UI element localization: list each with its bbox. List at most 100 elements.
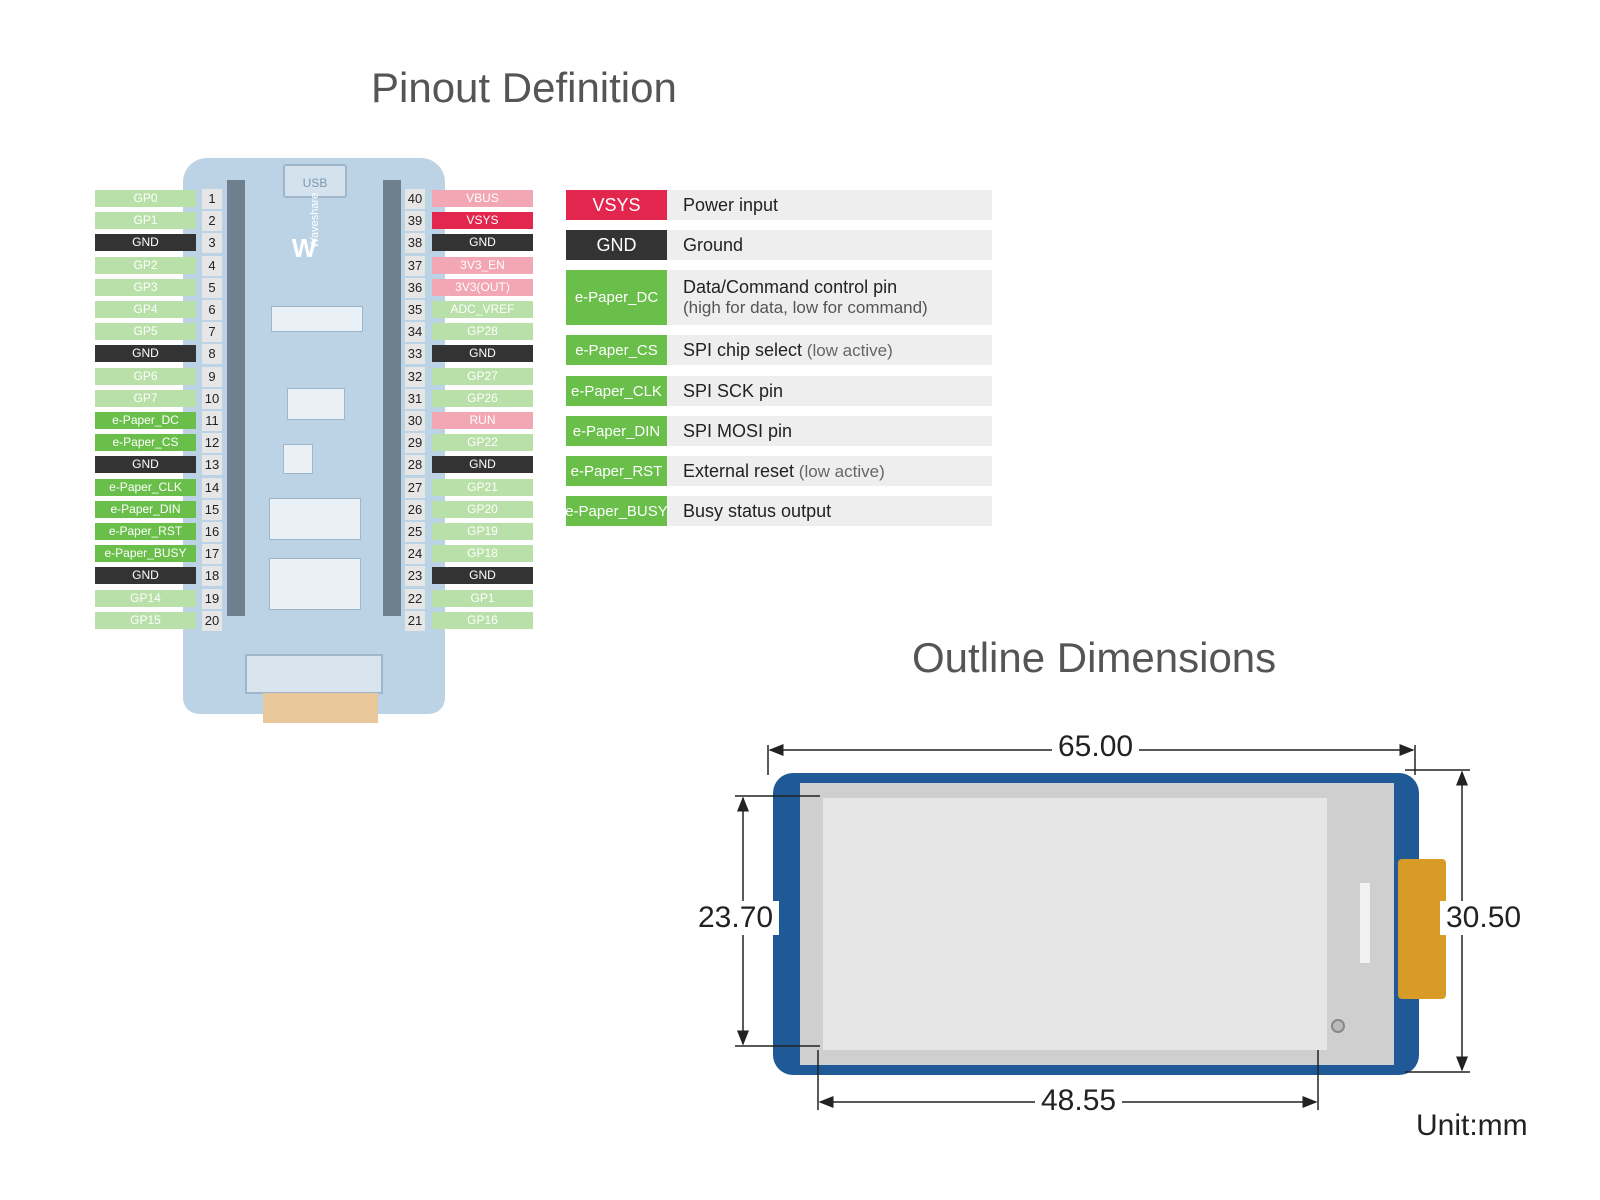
pin-number: 13 (202, 455, 222, 476)
legend-description: Ground (683, 230, 743, 260)
pin-label: GP15 (95, 611, 196, 629)
pin-number: 35 (405, 300, 425, 320)
dimension-active-width: 48.55 (1035, 1084, 1123, 1118)
pin-label: GND (432, 456, 533, 474)
dimension-width: 65.00 (1052, 730, 1140, 764)
pin-number: 3 (202, 233, 222, 254)
epaper-edge-strip (1360, 883, 1370, 963)
pin-number: 15 (202, 499, 222, 520)
legend-desc-text: Power input (683, 194, 779, 215)
pin-label: GP16 (432, 611, 533, 629)
pin-label: e-Paper_CS (95, 434, 196, 452)
pin-label: GP26 (432, 389, 533, 407)
pin-label: ADC_VREF (432, 301, 533, 318)
pin-label: e-Paper_DC (95, 412, 196, 429)
pin-number: 9 (202, 366, 222, 387)
pin-label: RUN (432, 412, 533, 429)
pin-label: GP28 (432, 323, 533, 341)
legend-desc-text: Ground (683, 234, 744, 255)
pin-label: GND (95, 345, 196, 363)
driver-board: USB W Waveshare (183, 158, 445, 723)
pin-number: 5 (202, 277, 222, 298)
pin-number: 2 (202, 211, 222, 232)
board-chip (269, 498, 361, 540)
pin-label: e-Paper_BUSY (95, 545, 196, 563)
pin-label: GP6 (95, 367, 196, 385)
pin-label: GND (432, 567, 533, 585)
legend-description: Power input (683, 190, 778, 220)
pin-label: GP2 (95, 256, 196, 274)
board-chip (283, 444, 313, 474)
pin-label: GP21 (432, 478, 533, 496)
pin-number: 27 (405, 477, 425, 498)
usb-connector: USB (283, 164, 347, 198)
pin-label: 3V3_EN (432, 256, 533, 274)
legend-subtext: (high for data, low for command) (683, 298, 928, 317)
legend-description: Busy status output (683, 496, 831, 526)
pin-number: 7 (202, 322, 222, 343)
legend-desc-text: Data/Command control pin (683, 277, 898, 297)
pin-label: GP20 (432, 500, 533, 518)
pin-number: 23 (405, 566, 425, 587)
pin-number: 20 (202, 610, 222, 631)
pin-label: GND (432, 234, 533, 252)
legend-desc-text: Busy status output (683, 500, 832, 521)
pin-number: 38 (405, 233, 425, 254)
waveshare-logo-icon: W (291, 233, 317, 263)
pin-number: 19 (202, 588, 222, 609)
pin-number: 32 (405, 366, 425, 387)
pin-number: 16 (202, 522, 222, 542)
epaper-active-area (823, 798, 1327, 1050)
pin-label: GP27 (432, 367, 533, 385)
left-pin-header (227, 180, 245, 616)
legend-desc-text: SPI chip select (683, 339, 803, 360)
legend-row: e-Paper_CS SPI chip select (low active) (566, 335, 992, 365)
pin-number: 8 (202, 344, 222, 365)
pin-number: 21 (405, 610, 425, 631)
pin-label: GP7 (95, 389, 196, 407)
pin-label: GND (95, 234, 196, 252)
legend-desc-text: SPI MOSI pin (683, 420, 793, 441)
unit-label: Unit:mm (1416, 1109, 1528, 1142)
mounting-hole-icon (1331, 1019, 1345, 1033)
board-chip (287, 388, 345, 420)
legend-description: SPI SCK pin (683, 376, 783, 406)
pin-label: GP1 (95, 212, 196, 230)
pin-number: 24 (405, 544, 425, 565)
board-chip (271, 306, 363, 332)
legend-tag: e-Paper_DIN (566, 416, 667, 446)
pin-label: GP4 (95, 301, 196, 318)
legend-tag: e-Paper_CS (566, 335, 667, 365)
pin-label: GP3 (95, 278, 196, 296)
pin-label: GP1 (432, 589, 533, 607)
flex-cable (1398, 859, 1446, 999)
pin-label: GP22 (432, 434, 533, 452)
pin-number: 34 (405, 322, 425, 343)
legend-description: Data/Command control pin(high for data, … (683, 270, 928, 325)
board-chip (269, 558, 361, 610)
legend-desc-text: SPI SCK pin (683, 380, 784, 401)
pin-number: 28 (405, 455, 425, 476)
dimension-height: 30.50 (1440, 901, 1528, 935)
pin-number: 10 (202, 388, 222, 409)
ribbon-cable (263, 693, 378, 723)
pin-number: 1 (202, 189, 222, 209)
legend-note: (low active) (802, 340, 893, 360)
pin-label: 3V3(OUT) (432, 278, 533, 296)
pin-label: e-Paper_DIN (95, 500, 196, 518)
legend-note: (low active) (794, 461, 885, 481)
pin-number: 18 (202, 566, 222, 587)
pin-number: 40 (405, 189, 425, 209)
pin-number: 6 (202, 300, 222, 320)
pin-number: 26 (405, 499, 425, 520)
pin-label: VBUS (432, 190, 533, 207)
pin-number: 30 (405, 411, 425, 431)
pin-number: 39 (405, 211, 425, 232)
pin-label: GP18 (432, 545, 533, 563)
legend-desc-text: External reset (683, 460, 795, 481)
